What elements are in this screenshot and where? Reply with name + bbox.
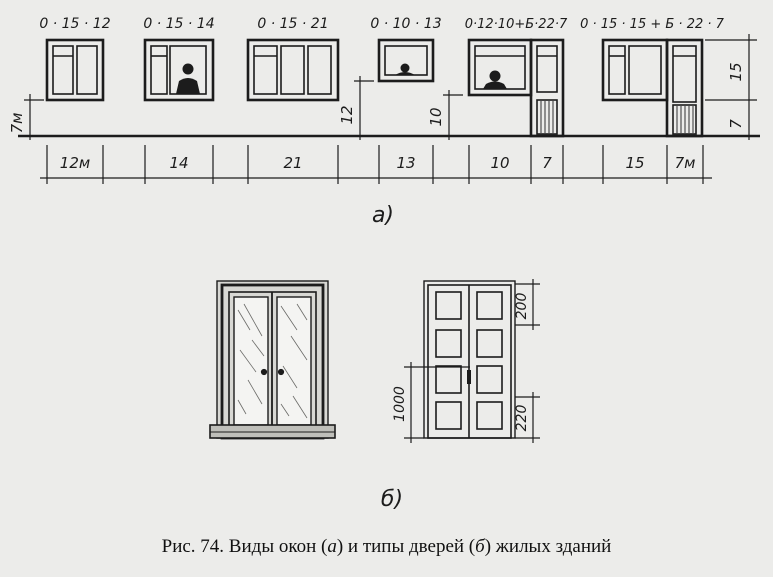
window-3	[246, 38, 340, 102]
panel-door	[404, 279, 540, 443]
width-labels: 12м 14 21 13 10 7 15 7м	[60, 154, 696, 172]
panel-label-b: б)	[381, 487, 403, 512]
window-2	[143, 38, 215, 102]
width-label-3: 21	[283, 154, 302, 172]
door-handle-icon	[467, 370, 471, 384]
windows-panel	[18, 34, 760, 184]
height-label-5: 7	[727, 119, 745, 129]
caption-middle: ) и типы дверей (	[336, 536, 476, 557]
door-handle-icon	[277, 368, 285, 376]
person-figure-icon	[395, 63, 415, 75]
height-label-1: 7м	[8, 113, 26, 134]
width-label-8: 7м	[675, 154, 696, 172]
door-dimension-labels: 200 220 1000	[392, 293, 530, 432]
figure-caption: Рис. 74. Виды окон (а) и типы дверей (б)…	[0, 536, 773, 558]
width-label-7: 15	[625, 154, 644, 172]
height-label-4: 15	[727, 62, 745, 81]
width-dimension-chain	[40, 145, 712, 184]
height-label-2: 12	[338, 105, 356, 124]
person-figure-icon	[483, 70, 507, 89]
height-label-3: 10	[427, 107, 445, 126]
window-formula-5: 0·12·10+Б·22·7	[465, 17, 568, 32]
caption-suffix: ) жилых зданий	[484, 536, 612, 557]
door-dimensions	[404, 279, 540, 443]
window-formula-6: 0 · 15 · 15 + Б · 22 · 7	[580, 17, 725, 32]
door-dim-200: 200	[514, 293, 530, 320]
width-label-6: 7	[542, 154, 552, 172]
window-5	[467, 38, 565, 138]
width-label-2: 14	[169, 154, 188, 172]
window-6	[601, 38, 704, 138]
person-figure-icon	[176, 63, 200, 94]
window-formula-2: 0 · 15 · 14	[143, 16, 214, 32]
glazed-door	[209, 280, 336, 440]
panel-label-a: а)	[372, 203, 394, 228]
width-label-5: 10	[490, 154, 509, 172]
window-formulas: 0 · 15 · 12 0 · 15 · 14 0 · 15 · 21 0 · …	[39, 16, 724, 32]
caption-prefix: Рис. 74. Виды окон (	[161, 536, 328, 557]
width-label-1: 12м	[60, 154, 90, 172]
window-formula-1: 0 · 15 · 12	[39, 16, 110, 32]
window-formula-4: 0 · 10 · 13	[370, 16, 441, 32]
caption-mark-b: б	[475, 536, 485, 557]
caption-mark-a: а	[327, 536, 337, 557]
door-dim-1000: 1000	[392, 386, 408, 422]
window-1	[45, 38, 105, 102]
width-label-4: 13	[396, 154, 415, 172]
door-handle-icon	[260, 368, 268, 376]
door-dim-220: 220	[514, 405, 530, 432]
window-4	[377, 38, 435, 83]
window-formula-3: 0 · 15 · 21	[257, 16, 328, 32]
door-panels	[435, 291, 503, 430]
glass-hatching	[237, 303, 308, 419]
height-dimensions	[24, 34, 757, 140]
height-labels: 7м 12 10 15 7	[8, 62, 745, 133]
